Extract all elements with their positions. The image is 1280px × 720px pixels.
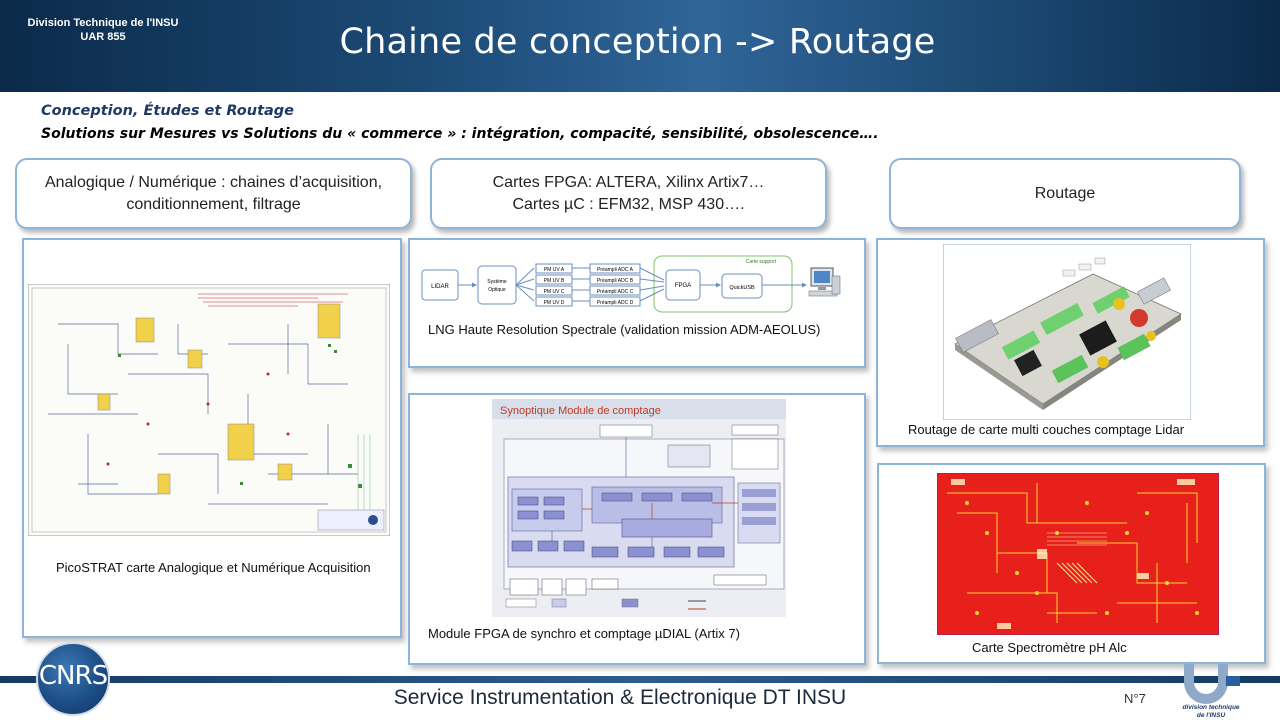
category-analog-line-1: Analogique / Numérique : chaines d’acqui…: [44, 173, 383, 191]
slide-title: Chaine de conception -> Routage: [339, 22, 936, 62]
svg-text:Système: Système: [487, 279, 507, 285]
lng-preampli-c: Préampli ADC C: [597, 289, 634, 295]
category-fpga-line-1: Cartes FPGA: ALTERA, Xilinx Artix7…: [492, 173, 765, 191]
dt-insu-logo: division technique de l'INSU: [1182, 664, 1240, 719]
cnrs-logo-text: CNRS: [38, 661, 108, 691]
picostrat-caption: PicoSTRAT carte Analogique et Numérique …: [56, 560, 371, 575]
spectro-caption: Carte Spectromètre pH Alc: [972, 640, 1127, 655]
category-analog-box: Analogique / Numérique : chaines d’acqui…: [15, 158, 412, 229]
lng-preampli-d: Préampli ADC D: [597, 300, 634, 306]
lng-pm-d: PM UV D: [544, 300, 565, 306]
lng-pm-b: PM UV B: [544, 278, 565, 284]
cnrs-logo: CNRS: [36, 642, 110, 716]
lng-fpga-label: FPGA: [675, 283, 691, 289]
dt-logo-line-2: de l'INSU: [1197, 712, 1226, 719]
subtitle-1: Conception, Études et Routage: [41, 103, 294, 119]
lidar-board-3d-image: [943, 244, 1191, 420]
lng-preampli-a: Préampli ADC A: [597, 267, 634, 273]
footer-bar: [0, 676, 1280, 683]
category-fpga-box: Cartes FPGA: ALTERA, Xilinx Artix7… Cart…: [430, 158, 827, 229]
lng-pm-c: PM UV C: [544, 289, 565, 295]
header-banner: Division Technique de l'INSU UAR 855 Cha…: [0, 0, 1280, 92]
comptage-caption: Module FPGA de synchro et comptage µDIAL…: [428, 626, 740, 641]
lng-pm-a: PM UV A: [544, 267, 565, 273]
comptage-diagram-title: Synoptique Module de comptage: [500, 405, 661, 417]
comptage-synoptique-image: Synoptique Module de comptage: [492, 399, 786, 617]
lng-quickusb-label: QuickUSB: [729, 285, 755, 291]
org-label: Division Technique de l'INSU UAR 855: [18, 16, 188, 44]
computer-icon: [808, 267, 841, 297]
category-routage-box: Routage: [889, 158, 1241, 229]
lng-preampli-b: Préampli ADC B: [597, 278, 634, 284]
category-analog-line-2: conditionnement, filtrage: [126, 195, 301, 213]
lng-preampli-group: Préampli ADC A Préampli ADC B Préampli A…: [589, 263, 641, 307]
spectro-panel: Carte Spectromètre pH Alc: [877, 463, 1266, 664]
subtitle-2: Solutions sur Mesures vs Solutions du « …: [41, 126, 879, 142]
svg-text:Optique: Optique: [488, 287, 506, 293]
dt-logo-line-1: division technique: [1182, 704, 1239, 711]
picostrat-schematic-image: [28, 284, 390, 536]
lng-block-diagram: LIDAR Système Optique PM UV A PM UV B PM…: [421, 255, 841, 313]
lng-carte-support: Carte support: [746, 259, 777, 265]
category-fpga-line-2: Cartes µC : EFM32, MSP 430….: [512, 195, 745, 213]
lidar-board-caption: Routage de carte multi couches comptage …: [908, 422, 1185, 437]
footer-text: Service Instrumentation & Electronique D…: [393, 686, 847, 709]
org-line-2: UAR 855: [80, 31, 126, 43]
lng-lidar-label: LIDAR: [431, 284, 449, 290]
lng-pm-group: PM UV A PM UV B PM UV C PM UV D: [535, 263, 573, 307]
picostrat-panel: PicoSTRAT carte Analogique et Numérique …: [22, 238, 402, 638]
lidar-board-panel: Routage de carte multi couches comptage …: [876, 238, 1265, 447]
lng-panel: LIDAR Système Optique PM UV A PM UV B PM…: [408, 238, 866, 368]
spectro-pcb-image: [937, 473, 1219, 635]
category-routage-label: Routage: [1034, 184, 1096, 202]
comptage-panel: Synoptique Module de comptage: [408, 393, 866, 665]
page-number: N°7: [1124, 691, 1146, 706]
lng-caption: LNG Haute Resolution Spectrale (validati…: [428, 322, 821, 337]
org-line-1: Division Technique de l'INSU: [27, 17, 179, 29]
